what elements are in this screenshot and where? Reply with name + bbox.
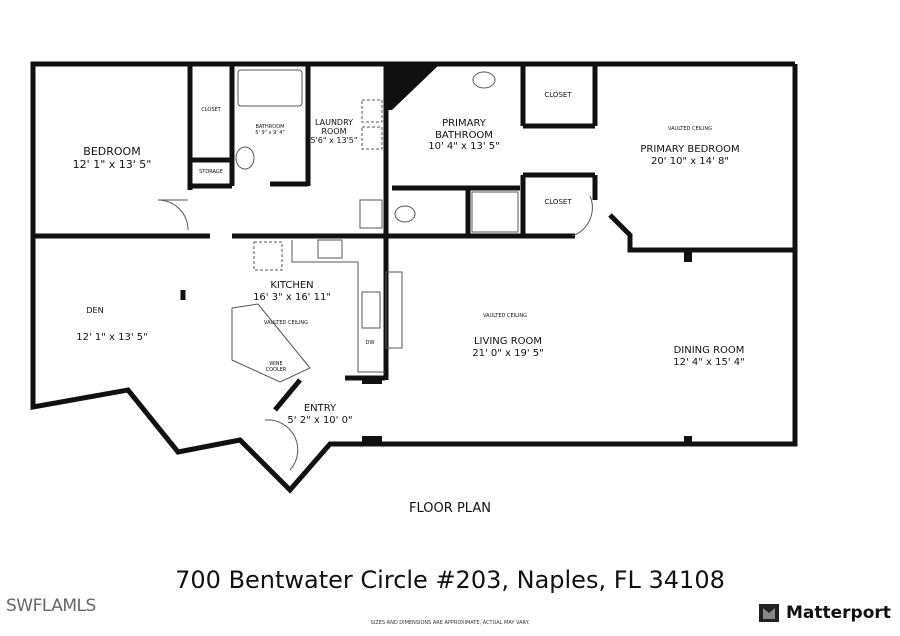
island xyxy=(231,303,311,383)
stove xyxy=(317,239,343,259)
shaft xyxy=(386,64,440,110)
kitchen-sink xyxy=(361,291,381,329)
door-swing xyxy=(264,419,299,471)
wall xyxy=(273,378,302,412)
vaulted-ceiling-note: VAULTED CEILING xyxy=(483,313,527,319)
mls-logo: SWFLAMLS xyxy=(6,596,96,616)
washer xyxy=(361,99,383,123)
column xyxy=(362,376,382,384)
disclaimer: SIZES AND DIMENSIONS ARE APPROXIMATE, AC… xyxy=(370,620,530,626)
toilet xyxy=(472,71,496,89)
toilet xyxy=(394,205,416,223)
matterport-icon xyxy=(759,604,779,622)
address: 700 Bentwater Circle #203, Naples, FL 34… xyxy=(175,566,725,594)
room-label-closet: CLOSET xyxy=(544,91,572,99)
room-label-closet: CLOSET xyxy=(201,107,221,113)
counter xyxy=(291,240,385,373)
bathtub xyxy=(237,69,303,107)
dryer xyxy=(361,126,383,150)
vaulted-ceiling-note: VAULTED CEILING xyxy=(668,126,712,132)
wall xyxy=(608,213,795,253)
walls xyxy=(30,61,798,494)
fridge xyxy=(253,241,283,271)
toilet xyxy=(235,146,255,170)
dishwasher-label: DW xyxy=(365,340,375,346)
room-label-storage: STORAGE xyxy=(199,169,223,175)
vaulted-ceiling-note: VAULTED CEILING xyxy=(264,320,308,326)
wine-cooler-label: WINE COOLER xyxy=(265,361,287,373)
fixtures xyxy=(157,69,593,471)
room-label-den: DEN xyxy=(86,306,104,315)
matterport-logo: Matterport xyxy=(758,602,891,624)
door-swing xyxy=(571,195,593,237)
peninsula xyxy=(385,271,403,349)
plan-title: FLOOR PLAN xyxy=(409,501,491,516)
door-swing xyxy=(157,199,189,231)
room-label-closet: CLOSET xyxy=(544,198,572,206)
shower xyxy=(471,191,519,233)
column xyxy=(684,252,692,262)
column xyxy=(362,436,382,444)
brand-name: Matterport xyxy=(786,603,891,623)
room-label-den-dims: 12' 1" x 13' 5" xyxy=(76,332,148,343)
column xyxy=(684,436,692,444)
sink xyxy=(359,199,383,229)
